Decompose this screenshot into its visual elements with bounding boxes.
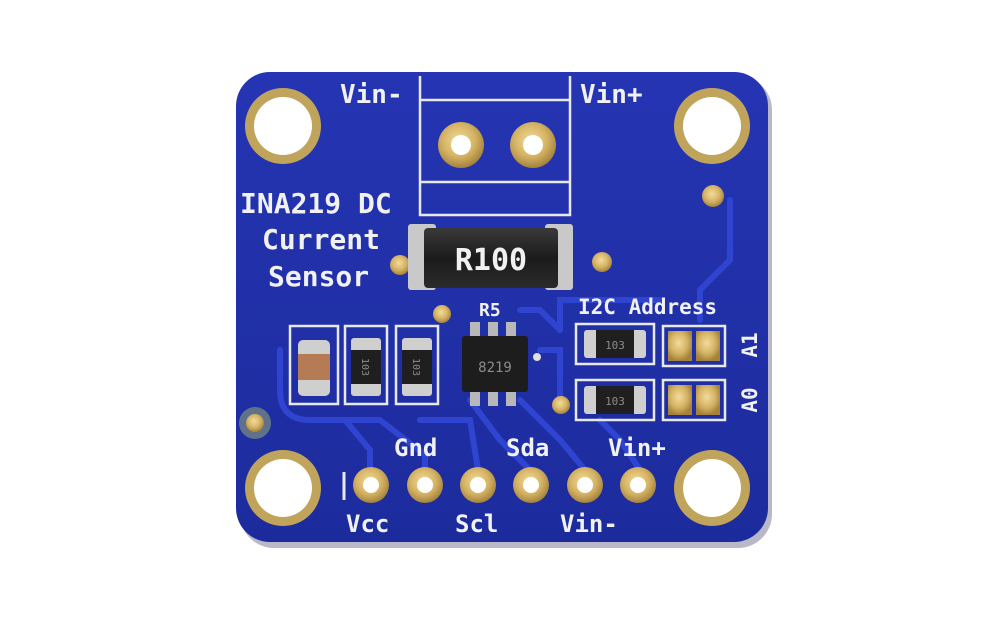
- resistor-left-1: 103: [343, 324, 389, 406]
- ic-marking: 8219: [478, 360, 512, 376]
- address-resistor-a0: 103: [574, 378, 656, 422]
- board-name-line3: Sensor: [268, 260, 369, 293]
- jumper-a1-label: A1: [738, 332, 762, 357]
- address-resistor-a0-marking: 103: [605, 395, 625, 408]
- ic-reference: R5: [479, 300, 501, 321]
- jumper-a1-pads: [661, 324, 727, 368]
- pin-label-vin-minus: Vin-: [560, 510, 618, 538]
- address-resistor-a1: 103: [574, 322, 656, 366]
- mounting-holes: [245, 88, 750, 526]
- board-name-line1: INA219 DC: [240, 187, 392, 220]
- address-resistor-a1-marking: 103: [605, 339, 625, 352]
- board-name-line2: Current: [262, 223, 380, 256]
- shunt-resistor-marking: R100: [455, 243, 527, 278]
- jumper-a0-label: A0: [738, 387, 762, 412]
- header-pins: [353, 467, 656, 503]
- resistor-left-2-marking: 103: [410, 358, 421, 376]
- resistor-left-1-marking: 103: [359, 358, 370, 376]
- terminal-pads: [438, 122, 556, 168]
- ina219-chip: 8219: [462, 322, 541, 406]
- pin-label-vcc: Vcc: [346, 510, 389, 538]
- pin-label-sda: Sda: [506, 434, 549, 462]
- resistor-left-2: 103: [394, 324, 440, 406]
- pcb-board: [236, 72, 768, 542]
- i2c-address-label: I2C Address: [578, 295, 717, 319]
- vias: [239, 185, 724, 439]
- pin-label-vin-plus: Vin+: [608, 434, 666, 462]
- label-vin-minus-top: Vin-: [340, 80, 403, 110]
- pin-label-scl: Scl: [455, 510, 498, 538]
- jumper-a0-pads: [661, 378, 727, 422]
- copper-traces: [277, 197, 733, 473]
- label-vin-plus-top: Vin+: [580, 80, 643, 110]
- pin-label-gnd: Gnd: [394, 434, 437, 462]
- capacitor: [288, 324, 340, 406]
- shunt-resistor: R100: [408, 224, 573, 290]
- terminal-block-outline: [418, 76, 572, 217]
